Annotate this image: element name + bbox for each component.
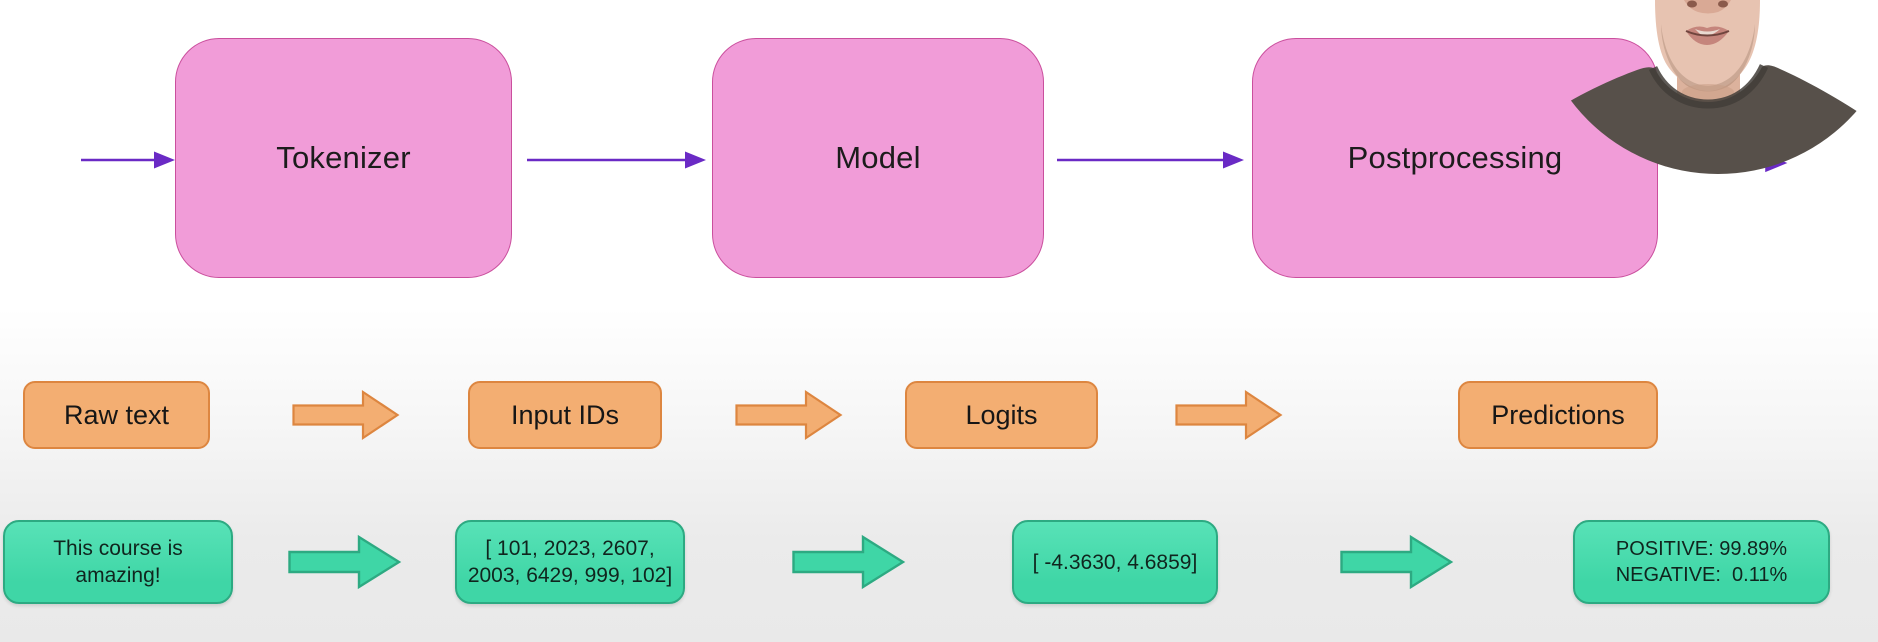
artifact-box-predictions: Predictions xyxy=(1458,381,1658,449)
artifact-box-input-ids: Input IDs xyxy=(468,381,662,449)
stage-label: Postprocessing xyxy=(1347,140,1563,175)
block-arrow-icon xyxy=(735,389,843,441)
example-line: [ 101, 2023, 2607, xyxy=(485,537,655,560)
block-arrow-icon xyxy=(292,389,400,441)
presenter-webcam xyxy=(1535,0,1878,180)
artifact-label: Predictions xyxy=(1491,399,1625,430)
block-arrow-icon xyxy=(1175,389,1283,441)
example-line: NEGATIVE: 0.11% xyxy=(1615,564,1788,586)
example-box-raw-text: This course is amazing! xyxy=(3,520,233,604)
artifact-box-logits: Logits xyxy=(905,381,1098,449)
example-line: POSITIVE: 99.89% xyxy=(1615,538,1788,560)
artifact-label: Logits xyxy=(965,399,1038,430)
example-box-logits: [ -4.3630, 4.6859] xyxy=(1012,520,1218,604)
example-box-input-ids: [ 101, 2023, 2607, 2003, 6429, 999, 102] xyxy=(455,520,685,604)
example-line: 2003, 6429, 999, 102] xyxy=(467,564,673,587)
artifact-label: Raw text xyxy=(63,399,170,430)
stage-box-model: Model xyxy=(712,38,1044,278)
stage-box-postprocessing: Postprocessing xyxy=(1252,38,1658,278)
block-arrow-icon xyxy=(1340,534,1454,590)
stage-label: Tokenizer xyxy=(276,140,411,175)
flow-arrow-icon xyxy=(527,151,706,169)
block-arrow-icon xyxy=(288,534,402,590)
stage-label: Model xyxy=(835,140,921,175)
example-line: This course is xyxy=(53,537,183,560)
flow-arrow-icon xyxy=(1057,151,1244,169)
presenter-cutout-image xyxy=(1535,0,1878,174)
artifact-box-raw-text: Raw text xyxy=(23,381,210,449)
stage-box-tokenizer: Tokenizer xyxy=(175,38,512,278)
example-line: amazing! xyxy=(75,564,161,587)
block-arrow-icon xyxy=(792,534,906,590)
example-line: [ -4.3630, 4.6859] xyxy=(1032,550,1198,574)
example-box-predictions: POSITIVE: 99.89% NEGATIVE: 0.11% xyxy=(1573,520,1830,604)
flow-arrow-icon xyxy=(81,151,175,169)
artifact-label: Input IDs xyxy=(510,399,620,430)
